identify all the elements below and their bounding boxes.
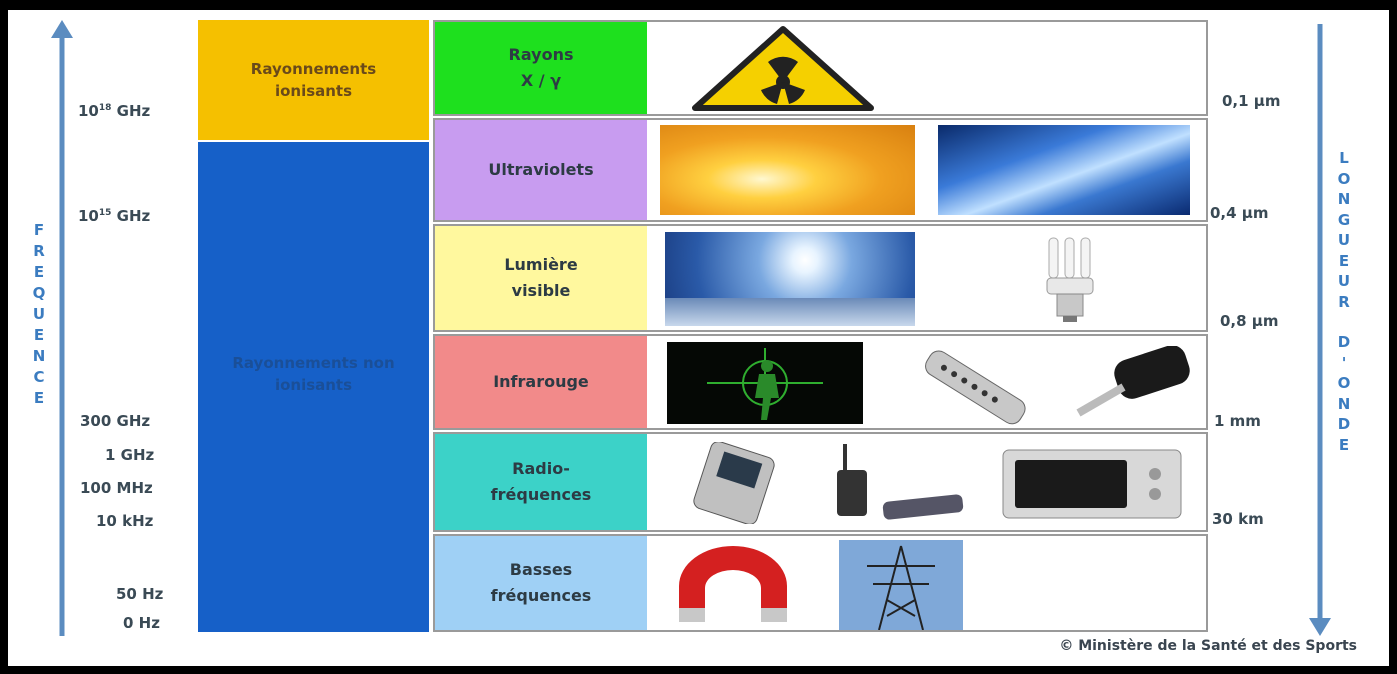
copyright-credit: © Ministère de la Santé et des Sports [1059, 638, 1357, 654]
magnet-icon [679, 546, 787, 622]
band-radio-frequencies: Radio-fréquences [433, 432, 1208, 532]
wl-tick-0-4um: 0,4 µm [1210, 204, 1269, 222]
ionizing-category: Rayonnements ionisants [198, 20, 429, 140]
wl-tick-1mm: 1 mm [1214, 412, 1261, 430]
band-name: Radio-fréquences [435, 434, 647, 530]
freq-tick-50hz: 50 Hz [116, 585, 164, 603]
cfl-bulb-icon [1046, 237, 1094, 322]
band-name: Infrarouge [435, 336, 647, 428]
freq-tick-1e18: 1018 GHz [78, 102, 151, 120]
microwave-oven-icon [1002, 449, 1182, 519]
freq-tick-0hz: 0 Hz [123, 614, 160, 632]
wl-tick-30km: 30 km [1212, 510, 1264, 528]
tanning-bed-photo [938, 125, 1190, 215]
night-vision-target-icon [667, 342, 863, 424]
non-ionizing-category: Rayonnements non ionisants [198, 142, 429, 632]
band-ultraviolet: Ultraviolets [433, 118, 1208, 222]
sun-glow-photo [660, 125, 915, 215]
car-key-icon [1076, 346, 1190, 417]
tv-remote-icon [925, 350, 1026, 425]
wavelength-arrow-icon [1309, 24, 1331, 636]
freq-tick-10khz: 10 kHz [96, 512, 154, 530]
sunny-sky-photo [665, 232, 915, 326]
wl-tick-0-8um: 0,8 µm [1220, 312, 1279, 330]
mobile-phone-icon [693, 442, 775, 524]
freq-tick-1e15: 1015 GHz [78, 207, 151, 225]
band-infrared: Infrarouge [433, 334, 1208, 430]
freq-tick-300ghz: 300 GHz [80, 412, 151, 430]
power-pylon-icon [839, 540, 963, 630]
wl-tick-0-1um: 0,1 µm [1222, 92, 1281, 110]
radiation-warning-icon [692, 26, 874, 111]
freq-tick-100mhz: 100 MHz [80, 479, 153, 497]
walkie-talkie-icon [837, 444, 964, 520]
freq-tick-1ghz: 1 GHz [105, 446, 155, 464]
frequency-arrow-icon [51, 20, 73, 636]
band-name: Ultraviolets [435, 120, 647, 220]
